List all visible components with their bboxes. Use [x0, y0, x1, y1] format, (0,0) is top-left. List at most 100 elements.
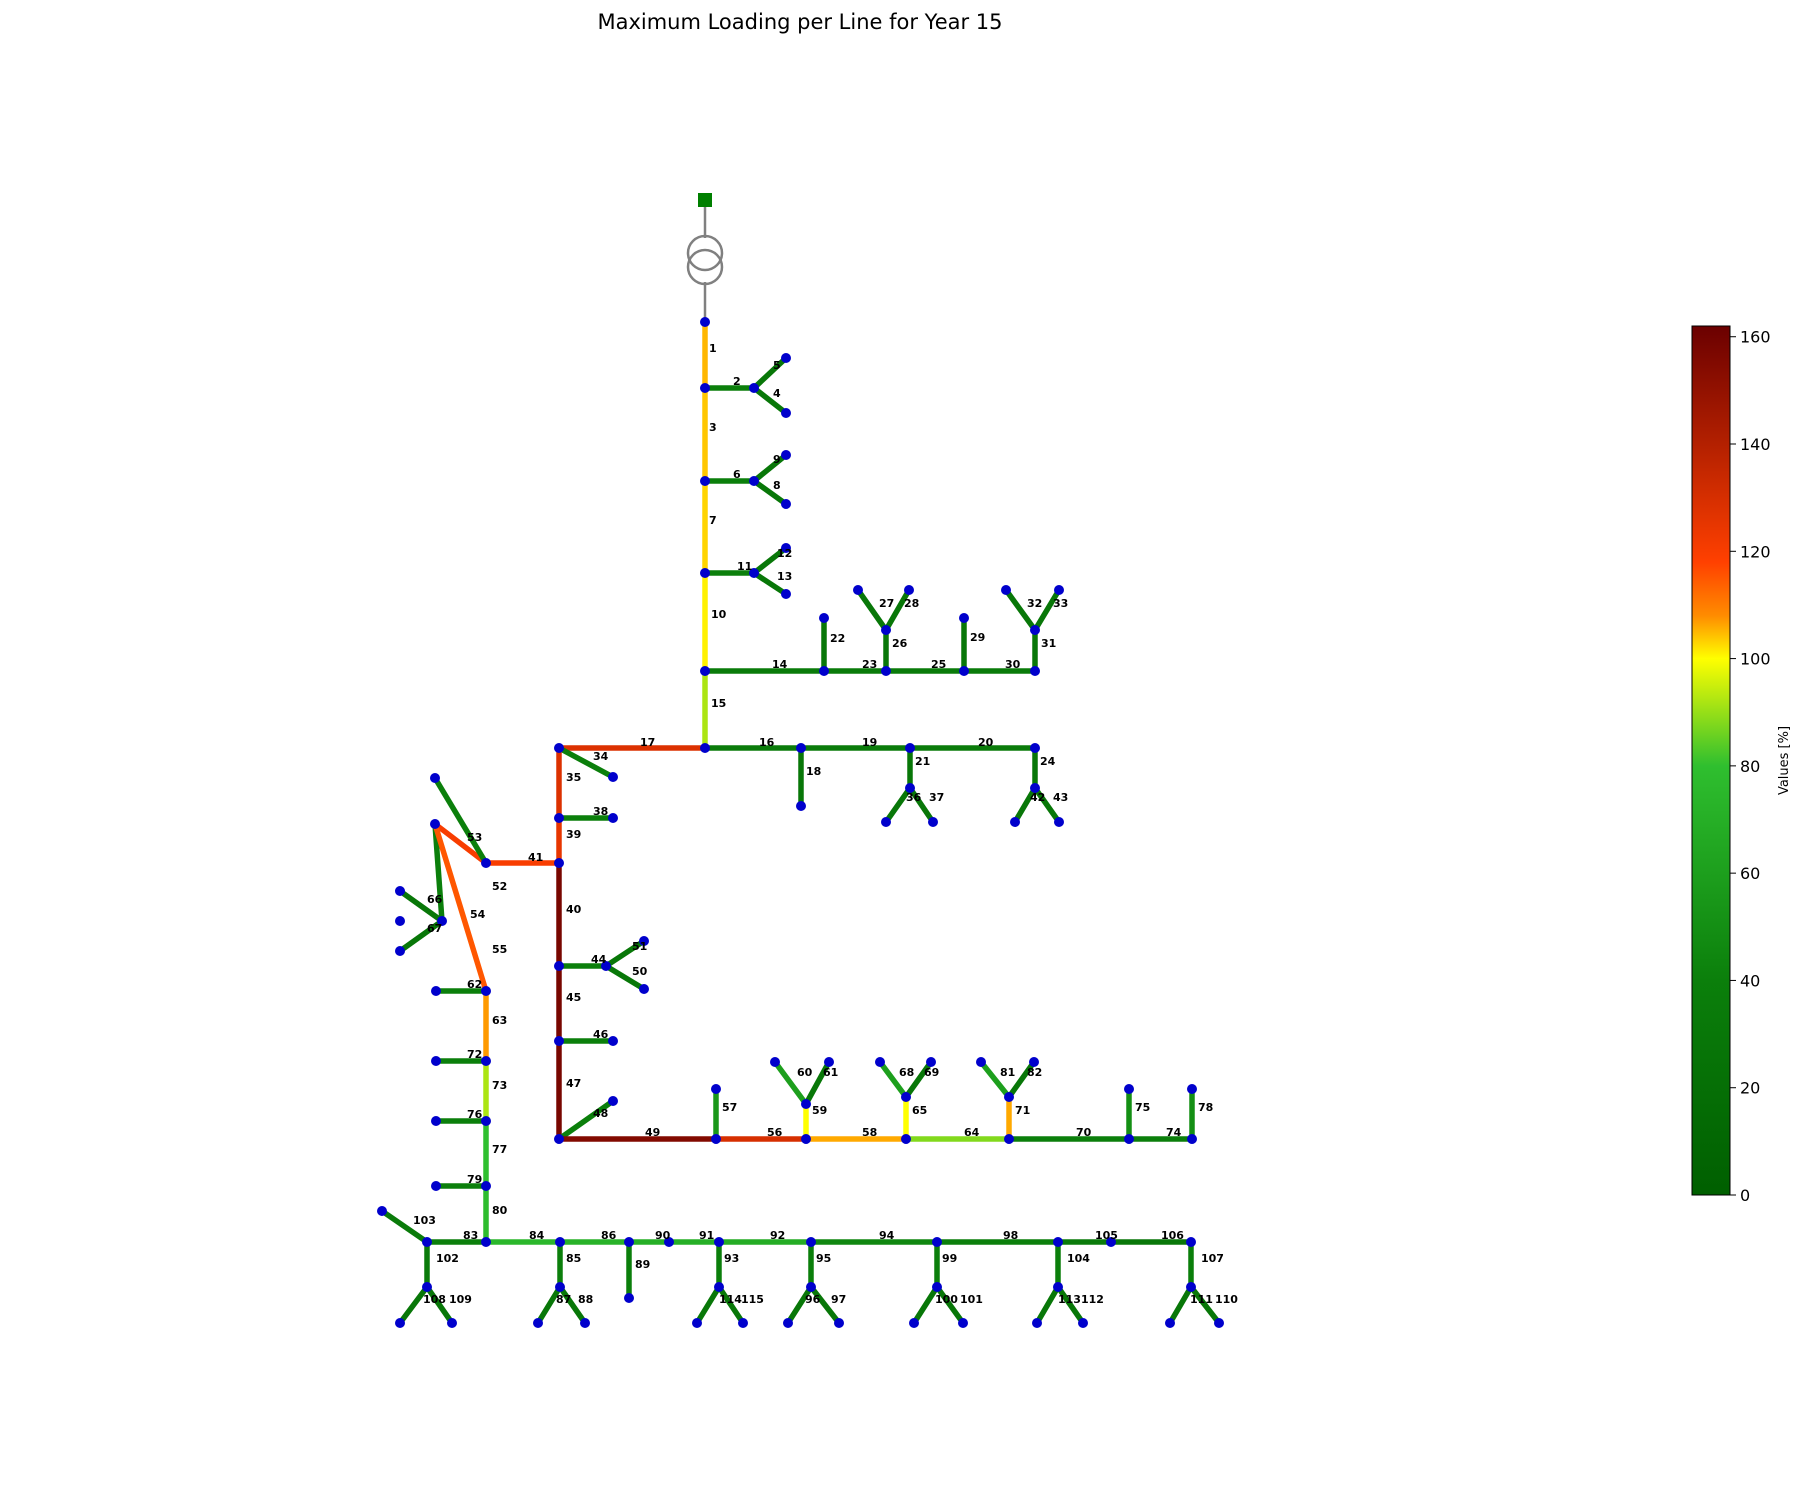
line-33[interactable] — [1032, 587, 1062, 633]
bus-node[interactable] — [801, 1099, 811, 1109]
bus-node[interactable] — [958, 1318, 968, 1328]
line-9[interactable] — [751, 452, 789, 484]
bus-node[interactable] — [422, 1282, 432, 1292]
bus-node[interactable] — [711, 1134, 721, 1144]
line-81[interactable] — [978, 1059, 1012, 1100]
bus-node[interactable] — [781, 543, 791, 553]
line-100[interactable] — [911, 1284, 940, 1326]
bus-node[interactable] — [1186, 1237, 1196, 1247]
bus-node[interactable] — [738, 1318, 748, 1328]
bus-node[interactable] — [819, 666, 829, 676]
bus-node[interactable] — [1054, 585, 1064, 595]
line-68[interactable] — [877, 1059, 909, 1100]
line-61[interactable] — [803, 1059, 832, 1107]
bus-node[interactable] — [1030, 625, 1040, 635]
line-54[interactable] — [432, 821, 445, 924]
bus-node[interactable] — [608, 813, 618, 823]
line-4[interactable] — [751, 385, 789, 416]
line-13[interactable] — [751, 570, 789, 597]
bus-node[interactable] — [801, 1134, 811, 1144]
bus-node[interactable] — [834, 1318, 844, 1328]
bus-node[interactable] — [481, 1116, 491, 1126]
bus-node[interactable] — [1165, 1318, 1175, 1328]
bus-node[interactable] — [395, 916, 405, 926]
line-42[interactable] — [1012, 785, 1038, 825]
bus-node[interactable] — [700, 476, 710, 486]
bus-node[interactable] — [1214, 1318, 1224, 1328]
line-60[interactable] — [772, 1059, 809, 1107]
bus-node[interactable] — [554, 743, 564, 753]
line-27[interactable] — [855, 587, 889, 633]
bus-node[interactable] — [881, 666, 891, 676]
line-87[interactable] — [535, 1284, 563, 1326]
bus-node[interactable] — [928, 817, 938, 827]
line-113[interactable] — [1034, 1284, 1061, 1326]
bus-node[interactable] — [901, 1092, 911, 1102]
line-96[interactable] — [785, 1284, 814, 1326]
bus-node[interactable] — [1029, 1057, 1039, 1067]
bus-node[interactable] — [1030, 666, 1040, 676]
line-111[interactable] — [1167, 1284, 1194, 1326]
bus-node[interactable] — [624, 1293, 634, 1303]
bus-node[interactable] — [431, 1181, 441, 1191]
bus-node[interactable] — [430, 773, 440, 783]
line-109[interactable] — [424, 1284, 455, 1326]
bus-node[interactable] — [749, 568, 759, 578]
bus-node[interactable] — [781, 353, 791, 363]
bus-node[interactable] — [1187, 1084, 1197, 1094]
line-112[interactable] — [1055, 1284, 1086, 1326]
line-12[interactable] — [751, 545, 789, 576]
bus-node[interactable] — [853, 585, 863, 595]
bus-node[interactable] — [905, 783, 915, 793]
bus-node[interactable] — [1124, 1084, 1134, 1094]
bus-node[interactable] — [555, 1237, 565, 1247]
bus-node[interactable] — [481, 858, 491, 868]
bus-node[interactable] — [1054, 817, 1064, 827]
line-50[interactable] — [603, 963, 647, 992]
bus-node[interactable] — [554, 961, 564, 971]
bus-node[interactable] — [796, 743, 806, 753]
bus-node[interactable] — [639, 936, 649, 946]
bus-node[interactable] — [377, 1206, 387, 1216]
bus-node[interactable] — [395, 886, 405, 896]
bus-node[interactable] — [711, 1084, 721, 1094]
line-108[interactable] — [397, 1284, 430, 1326]
bus-node[interactable] — [824, 1057, 834, 1067]
bus-node[interactable] — [901, 1134, 911, 1144]
bus-node[interactable] — [639, 984, 649, 994]
bus-node[interactable] — [601, 961, 611, 971]
line-48[interactable] — [556, 1098, 616, 1142]
line-28[interactable] — [883, 587, 912, 633]
bus-node[interactable] — [796, 801, 806, 811]
bus-node[interactable] — [624, 1237, 634, 1247]
line-51[interactable] — [603, 938, 647, 969]
bus-node[interactable] — [819, 613, 829, 623]
bus-node[interactable] — [783, 1318, 793, 1328]
bus-node[interactable] — [700, 317, 710, 327]
bus-node[interactable] — [909, 1318, 919, 1328]
bus-node[interactable] — [1078, 1318, 1088, 1328]
bus-node[interactable] — [481, 986, 491, 996]
line-97[interactable] — [808, 1284, 842, 1326]
line-43[interactable] — [1032, 785, 1062, 825]
bus-node[interactable] — [1004, 1134, 1014, 1144]
bus-node[interactable] — [749, 383, 759, 393]
line-34[interactable] — [556, 745, 616, 780]
bus-node[interactable] — [976, 1057, 986, 1067]
bus-node[interactable] — [1032, 1318, 1042, 1328]
bus-node[interactable] — [781, 408, 791, 418]
line-82[interactable] — [1006, 1059, 1037, 1100]
bus-node[interactable] — [431, 986, 441, 996]
bus-node[interactable] — [959, 666, 969, 676]
bus-node[interactable] — [395, 946, 405, 956]
bus-node[interactable] — [881, 817, 891, 827]
bus-node[interactable] — [608, 772, 618, 782]
bus-node[interactable] — [714, 1237, 724, 1247]
bus-node[interactable] — [1106, 1237, 1116, 1247]
bus-node[interactable] — [959, 613, 969, 623]
line-66[interactable] — [397, 888, 445, 924]
bus-node[interactable] — [395, 1318, 405, 1328]
bus-node[interactable] — [533, 1318, 543, 1328]
bus-node[interactable] — [905, 743, 915, 753]
line-69[interactable] — [903, 1059, 934, 1100]
